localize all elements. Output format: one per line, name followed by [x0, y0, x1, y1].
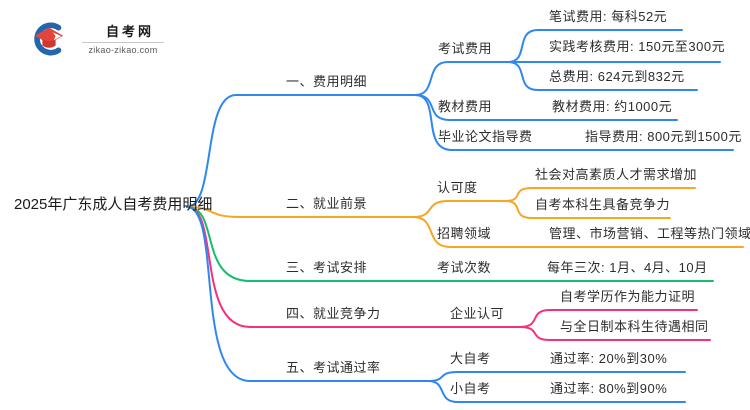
- node-recognition: 认可度: [437, 180, 478, 195]
- leaf-equal-treatment: 与全日制本科生待遇相同: [560, 319, 709, 334]
- site-logo: 自考网 zikao-zikao.com: [32, 22, 164, 58]
- leaf-competitiveness: 自考本科生具备竞争力: [535, 197, 671, 212]
- leaf-small-pass-rate: 通过率: 80%到90%: [550, 381, 668, 396]
- leaf-thesis-cost: 指导费用: 800元到1500元: [585, 129, 742, 144]
- graduation-cap-icon: [34, 22, 64, 56]
- node-textbook-fee: 教材费用: [438, 99, 493, 114]
- root-topic: 2025年广东成人自考费用明细: [14, 196, 213, 213]
- node-recruitment-fields: 招聘领域: [437, 226, 492, 241]
- branch-employment-prospects: 二、就业前景: [286, 196, 368, 211]
- leaf-written-fee: 笔试费用: 每科52元: [549, 9, 668, 24]
- node-thesis-fee: 毕业论文指导费: [438, 129, 533, 144]
- leaf-exam-times: 每年三次: 1月、4月、10月: [547, 260, 708, 275]
- leaf-textbook-cost: 教材费用: 约1000元: [552, 99, 673, 114]
- leaf-big-pass-rate: 通过率: 20%到30%: [550, 351, 668, 366]
- leaf-talent-demand: 社会对高素质人才需求增加: [535, 167, 698, 182]
- branch-employment-competitiveness: 四、就业竞争力: [286, 306, 381, 321]
- branch-lines-exam-schedule: [186, 206, 714, 282]
- branch-lines-pass-rate: [186, 206, 686, 403]
- node-small-self-exam: 小自考: [450, 381, 491, 396]
- node-enterprise-recognition: 企业认可: [450, 306, 505, 321]
- site-name: 自考网: [105, 24, 154, 39]
- node-exam-frequency: 考试次数: [437, 260, 492, 275]
- branch-exam-schedule: 三、考试安排: [286, 260, 368, 275]
- branch-lines-fee-details: [186, 29, 734, 208]
- branch-lines-employment-prospects: [186, 187, 744, 248]
- site-url: zikao-zikao.com: [88, 45, 158, 55]
- leaf-ability-proof: 自考学历作为能力证明: [560, 289, 696, 304]
- branch-pass-rate: 五、考试通过率: [286, 360, 381, 375]
- node-big-self-exam: 大自考: [450, 351, 491, 366]
- node-exam-fee: 考试费用: [438, 41, 493, 56]
- leaf-total-fee: 总费用: 624元到832元: [549, 69, 685, 84]
- branch-fee-details: 一、费用明细: [286, 74, 368, 89]
- logo-divider: [82, 42, 164, 43]
- leaf-popular-fields: 管理、市场营销、工程等热门领域: [549, 226, 750, 241]
- leaf-practical-fee: 实践考核费用: 150元至300元: [549, 39, 726, 54]
